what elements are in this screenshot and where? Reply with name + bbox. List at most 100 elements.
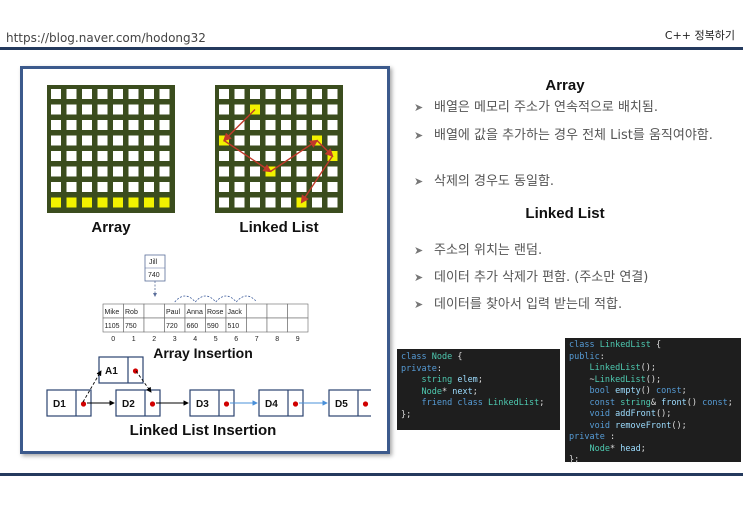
code-line: const string& front() const; [589, 397, 733, 408]
memory-cell [51, 135, 61, 146]
pointer-arrow [223, 139, 272, 173]
memory-cell [281, 151, 291, 161]
list-node: D3 [189, 389, 235, 417]
memory-cell [234, 104, 245, 115]
array-index-label: 4 [193, 336, 197, 343]
memory-cell [51, 151, 61, 161]
memory-cell [51, 197, 61, 208]
bullet-arrow-icon: ➤ [414, 271, 424, 284]
blog-url[interactable]: https://blog.naver.com/hodong32 [6, 31, 206, 45]
array-name-label: Rose [207, 309, 223, 316]
memory-cell [281, 182, 291, 192]
memory-cell [219, 197, 229, 208]
grid-background [47, 85, 175, 213]
code-line: }; [569, 455, 580, 465]
memory-cell [113, 197, 123, 208]
node-label: D2 [122, 399, 135, 410]
memory-cell [250, 120, 260, 130]
memory-cell [82, 120, 92, 130]
top-divider [0, 47, 743, 50]
memory-cell [296, 151, 307, 161]
memory-cell [51, 120, 61, 130]
linked-list-memory-grid [215, 85, 343, 213]
memory-cell [234, 89, 245, 99]
array-insertion-caption: Array Insertion [153, 345, 253, 361]
memory-cell [82, 182, 92, 192]
bullet-arrow-icon: ➤ [414, 129, 424, 142]
memory-cell [144, 135, 154, 146]
memory-cell [82, 89, 92, 99]
memory-cell [234, 166, 245, 177]
memory-cell [265, 135, 276, 146]
memory-cell [82, 135, 92, 146]
array-name-label: Jack [228, 309, 243, 316]
linked-list-section-title: Linked List [525, 205, 605, 222]
node-label: D4 [265, 399, 278, 410]
memory-cell [97, 135, 108, 146]
code-line: friend class LinkedList; [421, 398, 545, 408]
array-name-label: Anna [187, 309, 203, 316]
memory-cell [128, 151, 139, 161]
array-bullet: ➤ 배열은 메모리 주소가 연속적으로 배치됨. [414, 100, 658, 115]
code-line: bool empty() const; [589, 386, 687, 396]
code-line: private : [569, 432, 616, 442]
jill-box: Jill 740 [144, 254, 166, 297]
memory-cell [219, 104, 229, 115]
memory-cell [219, 166, 229, 177]
array-value-cell [287, 317, 309, 333]
code-line: class Node { [401, 352, 463, 362]
memory-cell [97, 120, 108, 130]
array-name-label: Mike [105, 309, 120, 316]
array-section-title: Array [545, 77, 585, 94]
list-node: D2 [115, 389, 161, 417]
memory-cell [281, 166, 291, 177]
memory-cell [265, 182, 276, 192]
bullet-arrow-icon: ➤ [414, 298, 424, 311]
node-pointer-dot [362, 401, 369, 407]
array-index-label: 9 [296, 336, 300, 343]
memory-cell [113, 151, 123, 161]
memory-cell [66, 151, 77, 161]
grid-background [215, 85, 343, 213]
memory-cell [144, 197, 154, 208]
memory-cell [113, 182, 123, 192]
pointer-arrow [223, 109, 256, 142]
array-value-cell [143, 317, 165, 333]
memory-cell [159, 166, 170, 177]
memory-cell [327, 89, 338, 99]
node-class-code: class Node {private: string elem; Node* … [397, 349, 560, 430]
array-index-label: 5 [214, 336, 218, 343]
jill-value: 740 [148, 272, 160, 279]
node-label: D5 [335, 399, 348, 410]
memory-cell [327, 182, 338, 192]
array-bullet: ➤ 삭제의 경우도 동일함. [414, 174, 555, 189]
memory-cell [312, 182, 322, 192]
memory-cell [250, 197, 260, 208]
memory-cell [113, 104, 123, 115]
memory-cell [51, 89, 61, 99]
linked-list-bullet: ➤ 데이터를 찾아서 입력 받는데 적합. [414, 297, 623, 312]
bullet-arrow-icon: ➤ [414, 244, 424, 257]
pointer-arrow [316, 140, 334, 157]
memory-cell [82, 151, 92, 161]
memory-cell [296, 135, 307, 146]
code-line: void addFront(); [589, 409, 672, 419]
memory-cell [144, 182, 154, 192]
memory-cell [250, 182, 260, 192]
array-index-label: 0 [111, 336, 115, 343]
memory-cell [113, 166, 123, 177]
memory-cell [312, 197, 322, 208]
memory-cell [144, 89, 154, 99]
array-caption: Array [91, 219, 131, 236]
array-bullet: ➤ 배열에 값을 추가하는 경우 전체 List를 움직여야함. [414, 128, 713, 143]
array-index-label: 6 [234, 336, 238, 343]
memory-cell [144, 120, 154, 130]
code-line: LinkedList(); [589, 363, 657, 373]
memory-cell [265, 151, 276, 161]
memory-cell [250, 135, 260, 146]
memory-cell [97, 166, 108, 177]
list-node: D4 [258, 389, 304, 417]
node-pointer-dot [80, 401, 87, 407]
